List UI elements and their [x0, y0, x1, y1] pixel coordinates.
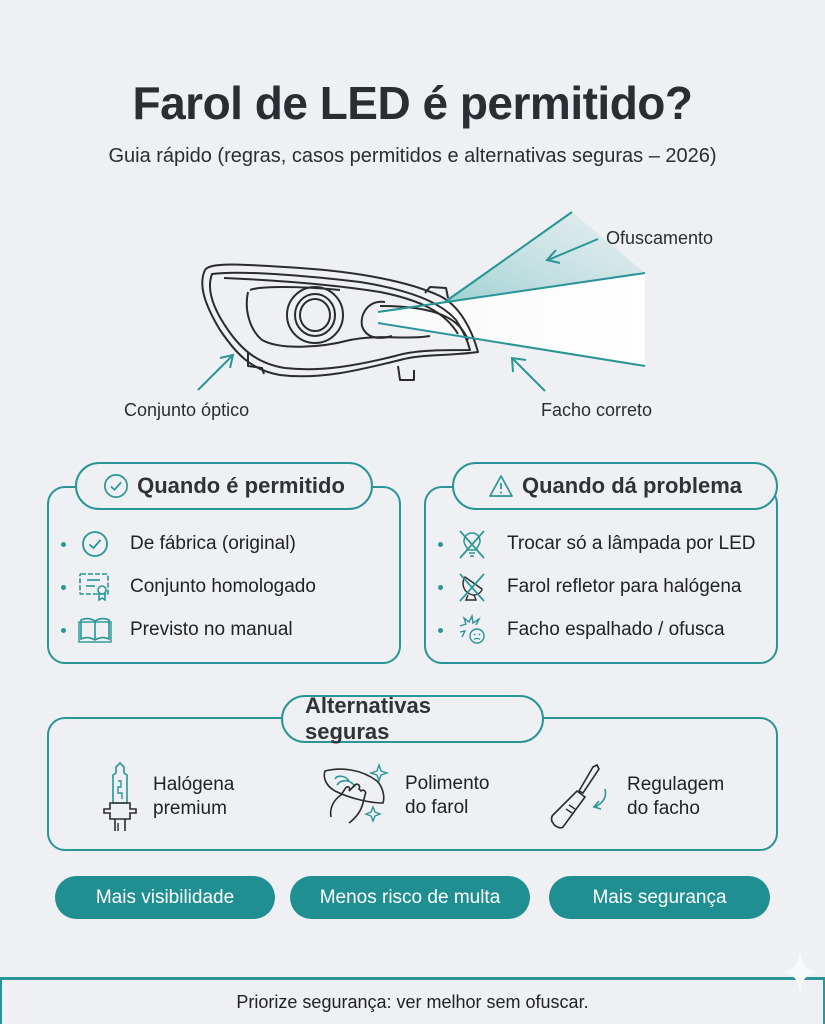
alternatives-card-header: Alternativas seguras — [281, 693, 544, 744]
item-label: Facho espalhado / ofusca — [507, 619, 725, 640]
certificate-icon — [78, 570, 112, 604]
page-subtitle: Guia rápido (regras, casos permitidos e … — [108, 145, 717, 167]
page-title: Farol de LED é permitido? — [132, 77, 693, 129]
item-label: Farol refletor para halógena — [507, 576, 742, 597]
item-label: Previsto no manual — [130, 619, 293, 640]
glare-label: Ofuscamento — [606, 228, 714, 248]
bullet — [61, 584, 66, 590]
item-label: Trocar só a lâmpada por LED — [507, 533, 756, 554]
check-circle-icon — [78, 527, 112, 561]
alternatives-card-title: Alternativas seguras — [305, 693, 431, 744]
item-label: De fábrica (original) — [130, 533, 296, 554]
book-icon — [78, 613, 112, 647]
glare-sad-face-icon — [455, 613, 489, 647]
footer-banner: Priorize segurança: ver melhor sem ofusc… — [0, 977, 825, 1024]
item-label: Conjunto homologado — [130, 576, 316, 597]
footer-text: Priorize segurança: ver melhor sem ofusc… — [236, 992, 589, 1012]
crossed-reflector-icon — [455, 570, 489, 604]
list-item: Conjunto homologado — [61, 569, 316, 605]
list-item: Previsto no manual — [61, 612, 293, 648]
list-item: Trocar só a lâmpada por LED — [438, 526, 756, 562]
headlight-diagram: Ofuscamento Conjunto óptico Facho corret… — [0, 200, 825, 440]
screwdriver-icon — [550, 763, 607, 829]
sparkle-icon — [783, 950, 817, 994]
benefit-pill-safety: Mais segurança — [549, 876, 770, 919]
crossed-bulb-icon — [455, 527, 489, 561]
correct-beam-label: Facho correto — [541, 400, 653, 420]
alternative-label: Regulagem do facho — [627, 774, 725, 819]
alternative-item: Polimento do farol — [321, 763, 490, 829]
warning-icon — [489, 475, 513, 497]
alternative-label: Polimento do farol — [405, 773, 490, 818]
alternative-label: Halógena premium — [153, 774, 235, 819]
bullet — [438, 627, 443, 633]
alternative-item: Halógena premium — [101, 761, 234, 833]
allowed-card-title: Quando é permitido — [137, 473, 345, 498]
polish-hand-icon — [323, 763, 390, 824]
bullet — [61, 541, 66, 547]
bullet — [438, 541, 443, 547]
allowed-card: De fábrica (original) Conjunto homologad… — [47, 486, 401, 664]
bullet — [438, 584, 443, 590]
alternative-item: Regulagem do facho — [547, 763, 724, 831]
benefit-pill-fine-risk: Menos risco de multa — [290, 876, 530, 919]
problems-card: Trocar só a lâmpada por LED Farol reflet… — [424, 486, 778, 664]
halogen-bulb-icon — [103, 761, 137, 831]
benefit-pill-visibility: Mais visibilidade — [55, 876, 275, 919]
check-circle-icon — [104, 474, 129, 498]
list-item: De fábrica (original) — [61, 526, 296, 562]
allowed-card-header: Quando é permitido — [75, 462, 373, 510]
bullet — [61, 627, 66, 633]
problems-card-title: Quando dá problema — [521, 473, 743, 498]
headlight-illustration-icon — [197, 211, 646, 392]
list-item: Facho espalhado / ofusca — [438, 612, 725, 648]
problems-card-header: Quando dá problema — [452, 462, 778, 510]
list-item: Farol refletor para halógena — [438, 569, 741, 605]
optical-assembly-label: Conjunto óptico — [124, 400, 250, 420]
